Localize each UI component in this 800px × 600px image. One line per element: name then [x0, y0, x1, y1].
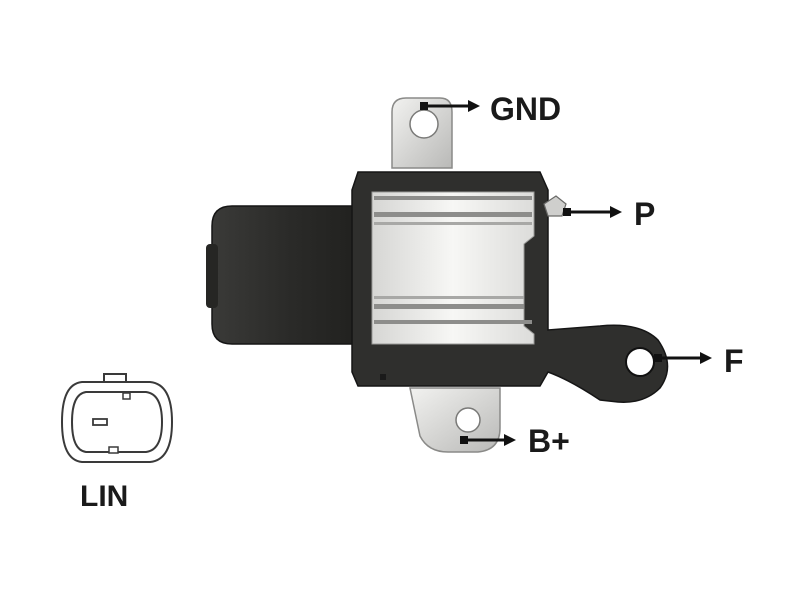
- gnd-label: GND: [490, 91, 561, 127]
- heat-sink: [371, 191, 535, 345]
- f-label: F: [724, 343, 744, 379]
- b-plus-label: B+: [528, 423, 570, 459]
- lin-label: LIN: [80, 480, 128, 513]
- connector-face-icon: [60, 373, 174, 463]
- b-plus-arrow: [460, 434, 516, 446]
- heat-sink-groove: [374, 196, 532, 200]
- p-arrow: [563, 206, 622, 218]
- heat-sink-groove: [374, 296, 524, 299]
- connector-pin: [108, 446, 119, 454]
- heat-sink-groove: [374, 320, 532, 324]
- connector-pin: [122, 392, 131, 400]
- connector-pin: [92, 418, 108, 426]
- heat-sink-groove: [374, 222, 532, 225]
- connector-plug: [206, 205, 373, 345]
- heat-sink-groove: [374, 304, 524, 309]
- f-arrow: [654, 352, 712, 364]
- heat-sink-groove: [374, 212, 532, 217]
- p-label: P: [634, 196, 655, 232]
- b-plus-mounting-bracket: [409, 387, 501, 453]
- gnd-arrow: [420, 100, 480, 112]
